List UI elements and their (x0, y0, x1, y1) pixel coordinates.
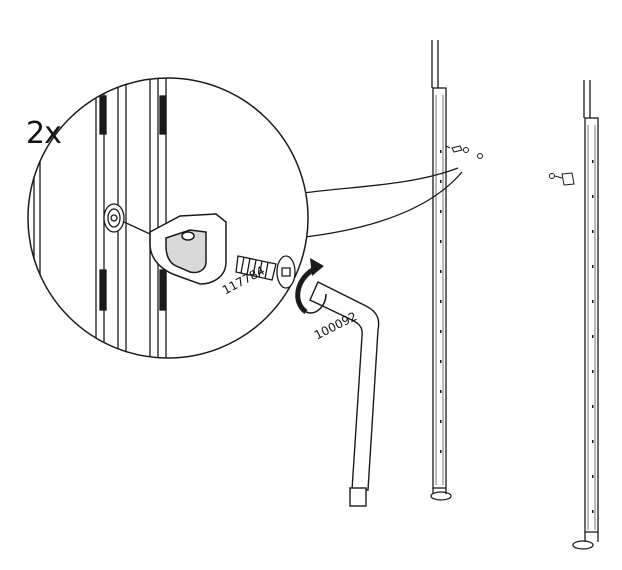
left-post-holes (440, 150, 442, 453)
right-upright-post (572, 80, 599, 550)
hanging-bracket (149, 213, 227, 285)
rotate-arrow-icon (295, 258, 327, 315)
small-bracket-left (445, 145, 483, 159)
right-post-holes (592, 160, 594, 513)
allen-key-icon (309, 281, 380, 507)
left-upright-post (430, 40, 452, 501)
detail-zoom-circle (27, 77, 309, 359)
bolt-icon (235, 255, 296, 289)
quantity-label: 2x (26, 116, 62, 151)
small-bracket-right (549, 172, 575, 186)
